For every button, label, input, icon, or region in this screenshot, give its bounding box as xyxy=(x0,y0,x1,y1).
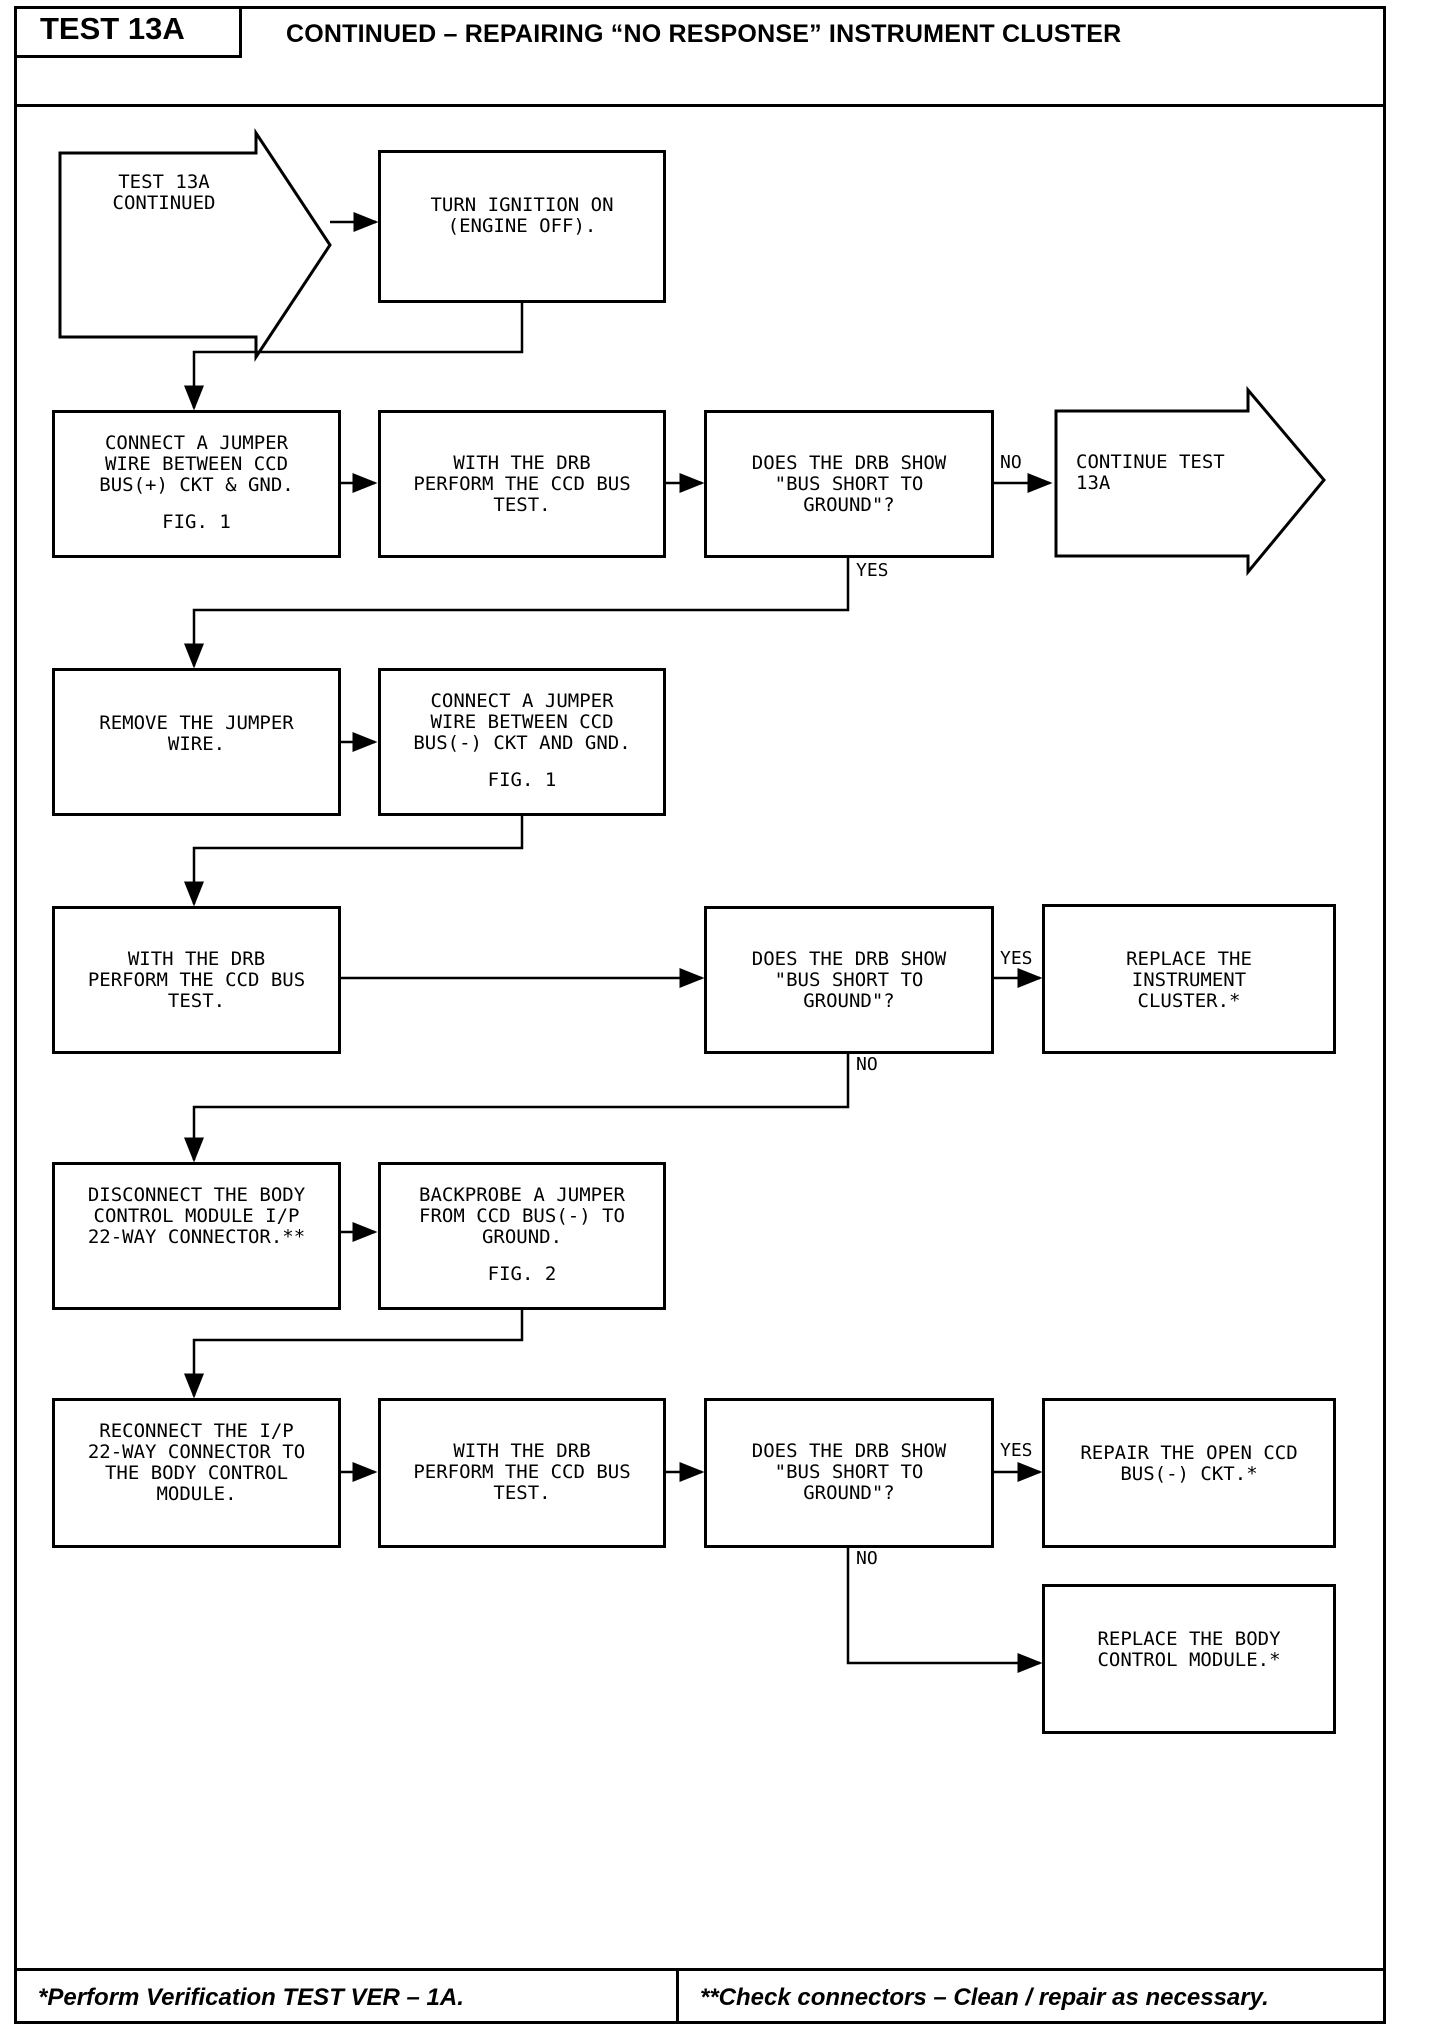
box-text: REPLACE THE INSTRUMENT CLUSTER.* xyxy=(1126,948,1252,1012)
box-text: WITH THE DRB PERFORM THE CCD BUS TEST. xyxy=(87,948,306,1012)
label-yes-2: YES xyxy=(1000,948,1033,969)
box-text: DOES THE DRB SHOW "BUS SHORT TO GROUND"? xyxy=(751,452,947,516)
footer-connector-note: **Check connectors – Clean / repair as n… xyxy=(700,1984,1269,2011)
box-text: RECONNECT THE I/P 22-WAY CONNECTOR TO TH… xyxy=(87,1420,306,1505)
box-text: CONNECT A JUMPER WIRE BETWEEN CCD BUS(-)… xyxy=(413,690,631,754)
box-text: REPLACE THE BODY CONTROL MODULE.* xyxy=(1097,1628,1281,1671)
box-drb-ccd-bus-test-3: WITH THE DRB PERFORM THE CCD BUS TEST. xyxy=(378,1398,666,1548)
box-replace-instrument-cluster: REPLACE THE INSTRUMENT CLUSTER.* xyxy=(1042,904,1336,1054)
box-drb-ccd-bus-test-2: WITH THE DRB PERFORM THE CCD BUS TEST. xyxy=(52,906,341,1054)
box-text: CONNECT A JUMPER WIRE BETWEEN CCD BUS(+)… xyxy=(99,432,294,496)
box-reconnect-connector: RECONNECT THE I/P 22-WAY CONNECTOR TO TH… xyxy=(52,1398,341,1548)
start-arrow-shape xyxy=(58,128,332,362)
box-text: WITH THE DRB PERFORM THE CCD BUS TEST. xyxy=(413,452,631,516)
box-backprobe-jumper: BACKPROBE A JUMPER FROM CCD BUS(-) TO GR… xyxy=(378,1162,666,1310)
box-text: DOES THE DRB SHOW "BUS SHORT TO GROUND"? xyxy=(751,948,947,1012)
box-question-bus-short-1: DOES THE DRB SHOW "BUS SHORT TO GROUND"? xyxy=(704,410,994,558)
label-no-2: NO xyxy=(856,1054,878,1075)
header-divider xyxy=(14,104,1386,107)
box-repair-open-ccd-bus: REPAIR THE OPEN CCD BUS(-) CKT.* xyxy=(1042,1398,1336,1548)
start-label: TEST 13A CONTINUED xyxy=(112,171,216,214)
box-text: TURN IGNITION ON (ENGINE OFF). xyxy=(430,194,614,237)
box-text: DISCONNECT THE BODY CONTROL MODULE I/P 2… xyxy=(87,1184,306,1248)
fig-reference: FIG. 1 xyxy=(487,769,557,791)
box-text: REMOVE THE JUMPER WIRE. xyxy=(99,712,294,755)
test-tag: TEST 13A xyxy=(14,6,242,58)
label-yes-3: YES xyxy=(1000,1440,1033,1461)
footer-column-divider xyxy=(676,1968,679,2024)
box-text: REPAIR THE OPEN CCD BUS(-) CKT.* xyxy=(1080,1442,1298,1485)
box-question-bus-short-3: DOES THE DRB SHOW "BUS SHORT TO GROUND"? xyxy=(704,1398,994,1548)
continue-label: CONTINUE TEST 13A xyxy=(1076,451,1225,494)
box-replace-body-control-module: REPLACE THE BODY CONTROL MODULE.* xyxy=(1042,1584,1336,1734)
label-no-1: NO xyxy=(1000,452,1022,473)
box-connect-jumper-bus-plus: CONNECT A JUMPER WIRE BETWEEN CCD BUS(+)… xyxy=(52,410,341,558)
box-turn-ignition-on: TURN IGNITION ON (ENGINE OFF). xyxy=(378,150,666,303)
continue-arrow-shape xyxy=(1054,385,1326,577)
box-question-bus-short-2: DOES THE DRB SHOW "BUS SHORT TO GROUND"? xyxy=(704,906,994,1054)
box-connect-jumper-bus-minus: CONNECT A JUMPER WIRE BETWEEN CCD BUS(-)… xyxy=(378,668,666,816)
box-text: WITH THE DRB PERFORM THE CCD BUS TEST. xyxy=(413,1440,631,1504)
footer-verification-note: *Perform Verification TEST VER – 1A. xyxy=(38,1984,464,2011)
footer-divider xyxy=(14,1968,1386,1971)
page-title: CONTINUED – REPAIRING “NO RESPONSE” INST… xyxy=(286,20,1122,48)
fig-reference: FIG. 1 xyxy=(162,511,231,533)
box-text: DOES THE DRB SHOW "BUS SHORT TO GROUND"? xyxy=(751,1440,947,1504)
box-drb-ccd-bus-test-1: WITH THE DRB PERFORM THE CCD BUS TEST. xyxy=(378,410,666,558)
box-disconnect-bcm-connector: DISCONNECT THE BODY CONTROL MODULE I/P 2… xyxy=(52,1162,341,1310)
box-remove-jumper: REMOVE THE JUMPER WIRE. xyxy=(52,668,341,816)
box-text: BACKPROBE A JUMPER FROM CCD BUS(-) TO GR… xyxy=(419,1184,625,1248)
fig-reference: FIG. 2 xyxy=(487,1263,557,1285)
label-no-3: NO xyxy=(856,1548,878,1569)
label-yes-1: YES xyxy=(856,560,889,581)
page-frame xyxy=(14,6,1386,2024)
